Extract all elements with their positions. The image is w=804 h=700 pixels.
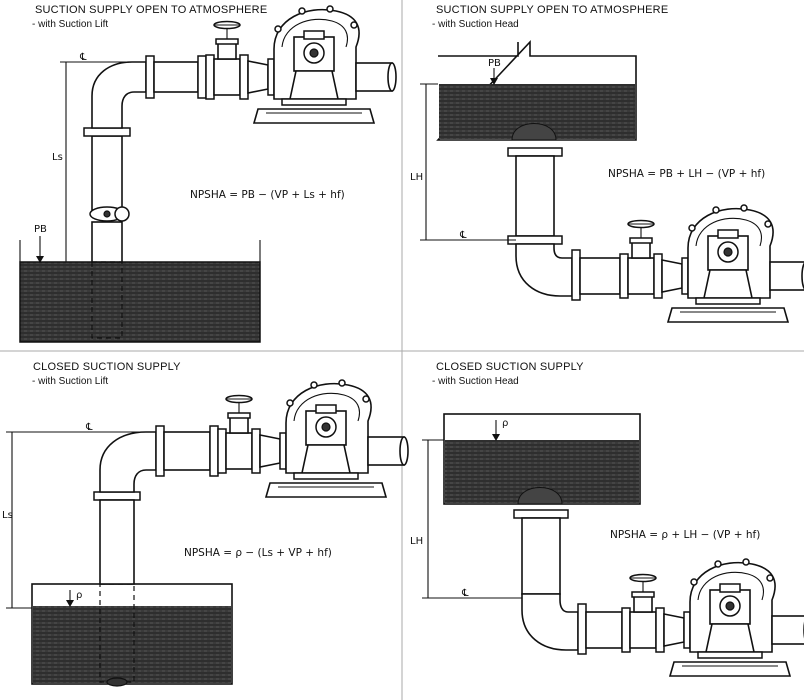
open-tank	[19, 240, 261, 343]
liquid	[19, 261, 261, 343]
panel-closed-suction-lift: CLOSED SUCTION SUPPLY - with Suction Lif…	[2, 361, 409, 687]
elevated-closed-tank	[443, 413, 641, 505]
liquid	[33, 606, 231, 683]
centerline-label: ℄	[461, 588, 469, 599]
closed-tank	[31, 583, 233, 687]
panel-title: SUCTION SUPPLY OPEN TO ATMOSPHERE	[436, 4, 668, 16]
pressure-label: ρ	[502, 418, 508, 429]
npsh-formula: NPSHA = PB + LH − (VP + hf)	[608, 168, 765, 180]
pump-and-valve	[217, 379, 409, 498]
length-label: LH	[410, 172, 423, 183]
length-label: LH	[410, 536, 423, 547]
panel-title: CLOSED SUCTION SUPPLY	[436, 361, 584, 373]
suction-pipe	[513, 509, 623, 655]
pump-and-valve	[619, 204, 804, 323]
suction-pipe	[507, 147, 621, 301]
pump-and-valve	[205, 5, 397, 124]
centerline-label: ℄	[459, 230, 467, 241]
panel-title: CLOSED SUCTION SUPPLY	[33, 361, 181, 373]
pump-and-valve	[621, 558, 804, 677]
pressure-label: ρ	[76, 590, 82, 601]
panel-subtitle: - with Suction Head	[432, 19, 519, 30]
panel-closed-suction-head: CLOSED SUCTION SUPPLY - with Suction Hea…	[410, 361, 804, 677]
elevated-open-tank	[436, 39, 637, 141]
length-label: Ls	[2, 510, 13, 521]
npsh-formula: NPSHA = PB − (VP + Ls + hf)	[190, 189, 345, 201]
centerline-label: ℄	[85, 422, 93, 433]
panel-subtitle: - with Suction Lift	[32, 19, 108, 30]
pressure-arrowhead	[36, 256, 44, 263]
panel-open-suction-head: SUCTION SUPPLY OPEN TO ATMOSPHERE - with…	[410, 4, 804, 323]
panel-subtitle: - with Suction Lift	[32, 376, 108, 387]
suction-pipe	[83, 55, 207, 339]
centerline-label: ℄	[79, 52, 87, 63]
npsh-formula: NPSHA = ρ + LH − (VP + hf)	[610, 529, 760, 541]
panel-subtitle: - with Suction Head	[432, 376, 519, 387]
npsh-formula: NPSHA = ρ − (Ls + VP + hf)	[184, 547, 332, 559]
suction-pipe	[93, 425, 219, 585]
length-label: Ls	[52, 152, 63, 163]
pressure-label: PB	[488, 58, 501, 69]
pressure-label: PB	[34, 224, 47, 235]
panel-open-suction-lift: SUCTION SUPPLY OPEN TO ATMOSPHERE - with…	[19, 4, 397, 343]
panel-title: SUCTION SUPPLY OPEN TO ATMOSPHERE	[35, 4, 267, 16]
